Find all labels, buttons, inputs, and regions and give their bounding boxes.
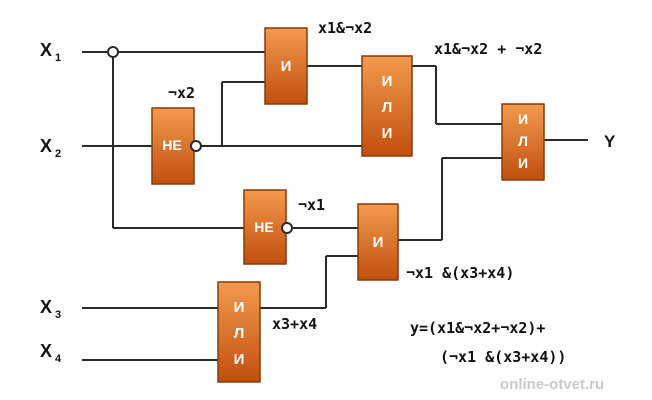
or1-gate-letter-3: И: [382, 125, 393, 142]
input-x4-sub: 4: [55, 353, 62, 365]
or-final-gate-letter-3: И: [518, 155, 528, 171]
input-x1-main: X: [40, 40, 52, 60]
output-y-label: Y: [604, 132, 616, 151]
input-x3-main: X: [40, 297, 52, 317]
and1-output-annotation: x1&¬x2: [318, 19, 372, 37]
input-x4-main: X: [40, 341, 52, 361]
not-x2-gate-label: НЕ: [162, 137, 181, 153]
not-x1-output-annotation: ¬x1: [298, 196, 325, 214]
input-x4-label: X 4: [40, 341, 62, 365]
or1-gate-letter-2: Л: [382, 99, 393, 116]
input-x2-main: X: [40, 136, 52, 156]
or-x3x4-gate-letter-2: Л: [234, 325, 245, 342]
or-x3x4-gate-letter-3: И: [234, 351, 245, 368]
or1-gate-letter-1: И: [382, 73, 393, 90]
not-x1-gate: НЕ: [243, 189, 293, 265]
and2-gate: И: [357, 203, 399, 281]
input-x2-sub: 2: [55, 148, 61, 160]
junction-x1: [107, 46, 119, 58]
not-x1-inversion-bubble: [281, 222, 293, 234]
not-x2-inversion-bubble: [190, 140, 202, 152]
input-x1-label: X 1: [40, 40, 61, 64]
or1-output-annotation: x1&¬x2 + ¬x2: [434, 40, 542, 58]
or-final-gate: И Л И: [501, 103, 545, 181]
not-x2-gate: НЕ: [151, 107, 202, 185]
and1-gate: И: [264, 27, 308, 105]
and1-gate-label: И: [281, 58, 292, 75]
input-x3-sub: 3: [55, 309, 61, 321]
not-x1-gate-label: НЕ: [254, 219, 273, 235]
or-x3x4-gate: И Л И: [217, 281, 261, 383]
input-x1-sub: 1: [55, 52, 61, 64]
or-final-gate-letter-1: И: [518, 111, 528, 127]
formula-line-2: (¬x1 &(x3+x4)): [440, 348, 566, 366]
or-x3x4-gate-letter-1: И: [234, 299, 245, 316]
input-x3-label: X 3: [40, 297, 61, 321]
and2-output-annotation: ¬x1 &(x3+x4): [406, 264, 514, 282]
not-x2-output-annotation: ¬x2: [168, 84, 195, 102]
formula-line-1: y=(x1&¬x2+¬x2)+: [410, 319, 545, 337]
input-x2-label: X 2: [40, 136, 61, 160]
and2-gate-label: И: [373, 234, 384, 251]
wires: [82, 51, 588, 361]
or-x3x4-output-annotation: x3+x4: [272, 315, 317, 333]
or-final-gate-letter-2: Л: [518, 133, 528, 149]
or1-gate: И Л И: [361, 55, 413, 157]
watermark: online-otvet.ru: [500, 376, 604, 393]
